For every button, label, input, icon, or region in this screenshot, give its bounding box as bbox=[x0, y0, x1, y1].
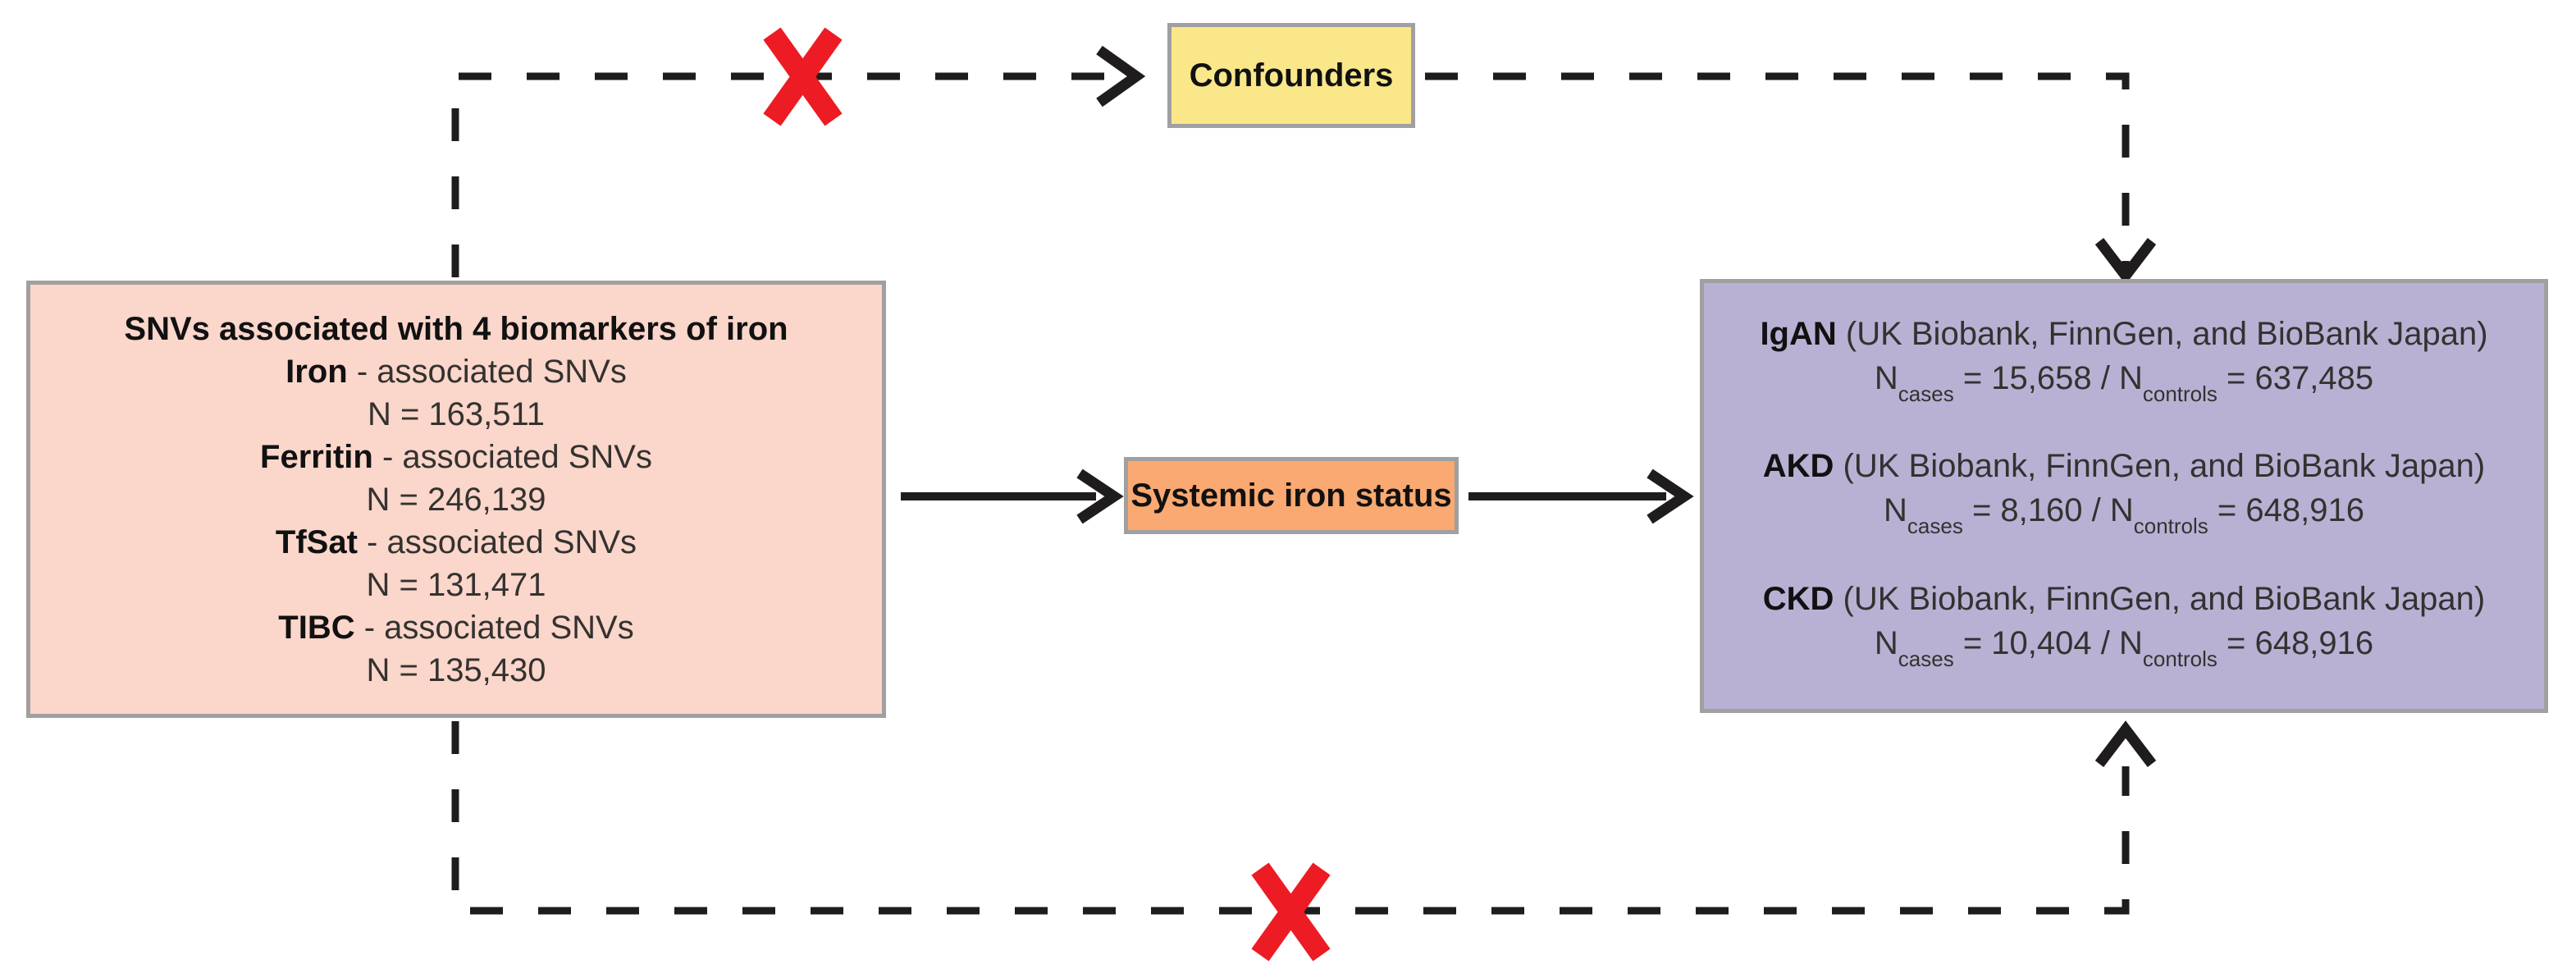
cases-value: = 8,160 / N bbox=[1962, 492, 2134, 528]
outcome-cohorts: (UK Biobank, FinnGen, and BioBank Japan) bbox=[1836, 315, 2488, 352]
cases-subscript: cases bbox=[1898, 381, 1954, 406]
outcome-group-igan: IgAN (UK Biobank, FinnGen, and BioBank J… bbox=[1760, 312, 2487, 416]
outcome-sample-sizes: Ncases = 15,658 / Ncontrols = 637,485 bbox=[1760, 356, 2487, 416]
mediator-arrowhead-icon bbox=[1076, 468, 1124, 524]
exposure-to-outcomes-bottom-dashed-path bbox=[451, 721, 2130, 915]
n-symbol: N bbox=[1884, 492, 1907, 528]
outcome-title: AKD (UK Biobank, FinnGen, and BioBank Ja… bbox=[1763, 444, 2485, 488]
top-red-x-icon bbox=[763, 27, 843, 126]
biomarker-name: Iron bbox=[285, 353, 348, 390]
confounders-box: Confounders bbox=[1167, 23, 1415, 128]
confounders-to-outcomes-dashed-path bbox=[1425, 72, 2130, 267]
outcome-sample-sizes: Ncases = 8,160 / Ncontrols = 648,916 bbox=[1763, 488, 2485, 548]
outcome-sample-sizes: Ncases = 10,404 / Ncontrols = 648,916 bbox=[1763, 621, 2485, 681]
outcome-name: IgAN bbox=[1760, 315, 1837, 352]
exposure-item-label: TIBC - associated SNVs bbox=[278, 606, 633, 649]
outcomes-arrowhead-icon bbox=[1647, 468, 1694, 524]
confounders-arrowhead-right-icon bbox=[1096, 45, 1146, 107]
bottom-red-x-icon bbox=[1251, 862, 1331, 962]
biomarker-suffix: - associated SNVs bbox=[372, 438, 652, 475]
exposure-box: SNVs associated with 4 biomarkers of iro… bbox=[26, 281, 886, 718]
outcome-name: AKD bbox=[1762, 448, 1834, 484]
outcome-group-ckd: CKD (UK Biobank, FinnGen, and BioBank Ja… bbox=[1763, 577, 2485, 681]
cases-value: = 10,404 / N bbox=[1953, 624, 2143, 661]
blocked-path-marks bbox=[763, 27, 1331, 962]
exposure-item-label: TfSat - associated SNVs bbox=[276, 521, 637, 564]
outcome-cohorts: (UK Biobank, FinnGen, and BioBank Japan) bbox=[1834, 580, 2486, 617]
biomarker-name: TfSat bbox=[275, 523, 358, 560]
exposure-item-label: Ferritin - associated SNVs bbox=[260, 436, 652, 478]
cases-subscript: cases bbox=[1907, 514, 1963, 538]
confounders-label: Confounders bbox=[1189, 57, 1394, 94]
controls-subscript: controls bbox=[2142, 381, 2217, 406]
exposure-item-n: N = 246,139 bbox=[366, 481, 546, 518]
biomarker-name: TIBC bbox=[278, 609, 355, 646]
controls-subscript: controls bbox=[2133, 514, 2208, 538]
controls-subscript: controls bbox=[2142, 646, 2217, 671]
exposure-box-title: SNVs associated with 4 biomarkers of iro… bbox=[124, 310, 788, 347]
biomarker-suffix: - associated SNVs bbox=[357, 523, 637, 560]
cases-value: = 15,658 / N bbox=[1953, 359, 2143, 396]
controls-value: = 648,916 bbox=[2217, 624, 2374, 661]
biomarker-suffix: - associated SNVs bbox=[354, 609, 634, 646]
outcomes-bottom-arrowhead-up-icon bbox=[2094, 720, 2157, 767]
outcomes-box: IgAN (UK Biobank, FinnGen, and BioBank J… bbox=[1700, 279, 2548, 713]
n-symbol: N bbox=[1874, 359, 1898, 396]
exposure-to-confounders-dashed-path bbox=[451, 72, 1135, 277]
mediator-box: Systemic iron status bbox=[1124, 457, 1459, 534]
biomarker-suffix: - associated SNVs bbox=[347, 353, 627, 390]
exposure-item-label: Iron - associated SNVs bbox=[285, 350, 627, 393]
exposure-item-n: N = 163,511 bbox=[367, 395, 546, 432]
controls-value: = 648,916 bbox=[2208, 492, 2364, 528]
n-symbol: N bbox=[1874, 624, 1898, 661]
cases-subscript: cases bbox=[1898, 646, 1954, 671]
outcomes-top-arrowhead-down-icon bbox=[2094, 238, 2157, 285]
outcome-cohorts: (UK Biobank, FinnGen, and BioBank Japan) bbox=[1834, 448, 2486, 484]
outcome-name: CKD bbox=[1762, 580, 1834, 617]
exposure-item-n: N = 135,430 bbox=[366, 651, 546, 688]
biomarker-name: Ferritin bbox=[260, 438, 373, 475]
outcome-title: IgAN (UK Biobank, FinnGen, and BioBank J… bbox=[1760, 312, 2487, 356]
exposure-item-n: N = 131,471 bbox=[366, 566, 546, 603]
outcome-group-akd: AKD (UK Biobank, FinnGen, and BioBank Ja… bbox=[1763, 444, 2485, 548]
outcome-title: CKD (UK Biobank, FinnGen, and BioBank Ja… bbox=[1763, 577, 2485, 621]
mediator-label: Systemic iron status bbox=[1130, 478, 1452, 514]
controls-value: = 637,485 bbox=[2217, 359, 2374, 396]
solid-arrows bbox=[901, 468, 1694, 524]
